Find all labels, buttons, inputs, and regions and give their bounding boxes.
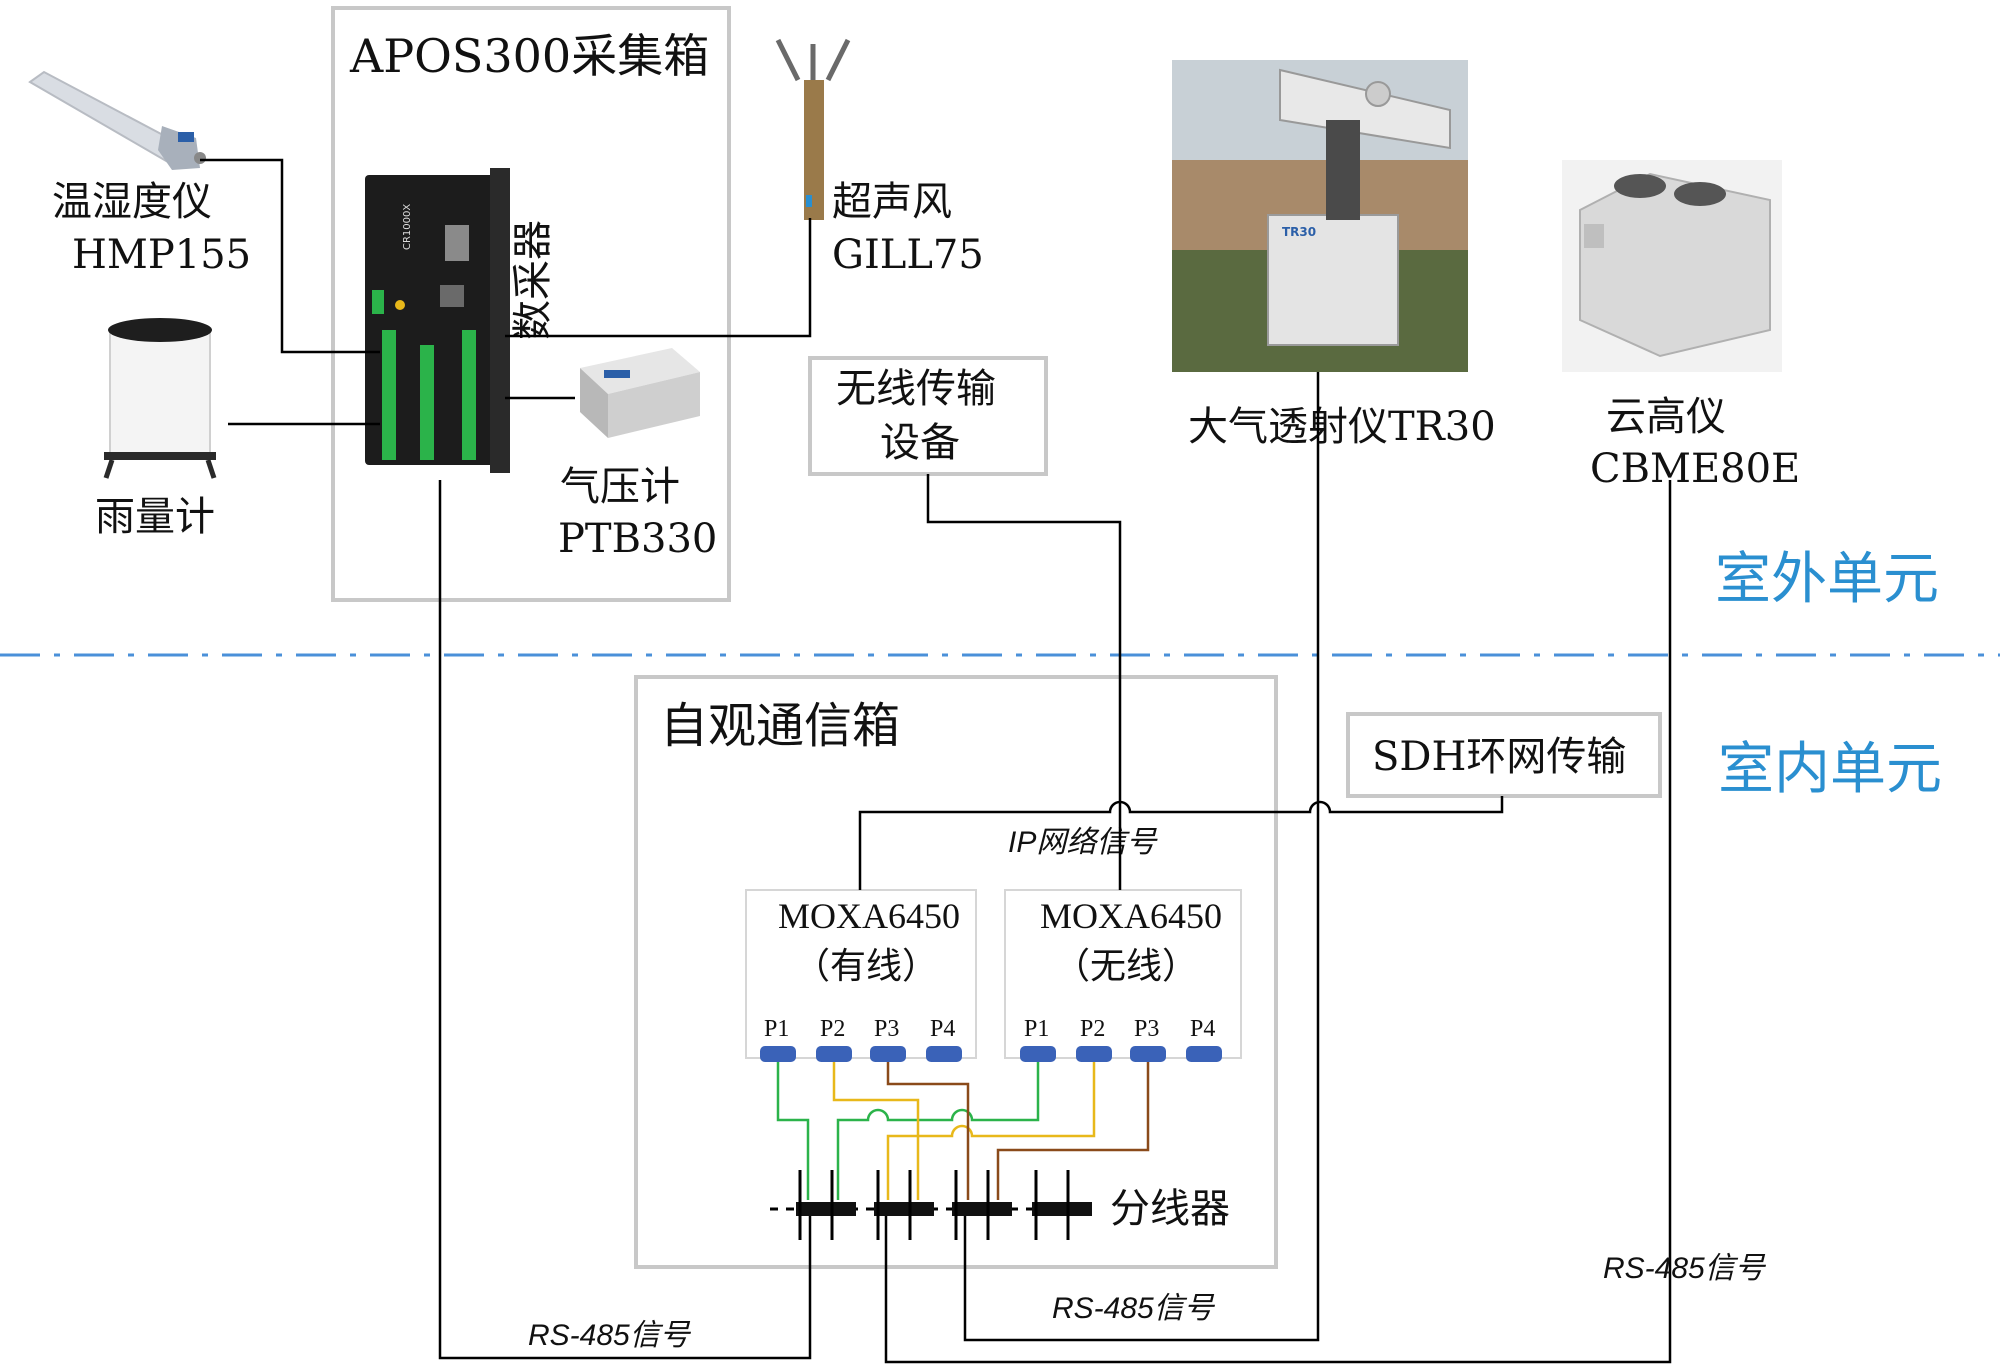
sdh-label: SDH环网传输: [1372, 734, 1626, 780]
wire-rs485-tr30: [963, 372, 1320, 1342]
wire-brown-p3-wireless: [996, 1062, 1150, 1200]
rs485-label-ceilometer: RS-485信号: [1603, 1252, 1767, 1285]
db9-connector: [816, 1046, 852, 1062]
moxa-wireless-type: （无线）: [1054, 946, 1198, 986]
thermo-hygrometer-model: HMP155: [72, 232, 251, 278]
ip-signal-label: IP网络信号: [1008, 826, 1158, 859]
moxa-wired-port-1: P1: [764, 1016, 789, 1042]
wire-brown-p3-wired: [886, 1062, 970, 1200]
db9-connectors: [760, 1046, 1222, 1062]
rain-gauge-label: 雨量计: [95, 494, 215, 540]
wire-rs485-ceilometer: [884, 480, 1672, 1364]
splitter-label: 分线器: [1110, 1186, 1230, 1232]
db9-connector: [1076, 1046, 1112, 1062]
wire-wireless-device-moxa: [926, 474, 1122, 890]
ceilometer-model: CBME80E: [1590, 446, 1800, 492]
moxa-wired-type: （有线）: [794, 946, 938, 986]
db9-connector: [870, 1046, 906, 1062]
indoor-unit-label: 室内单元: [1718, 737, 1942, 802]
db9-connector: [926, 1046, 962, 1062]
transmissometer-photo: TR30: [1172, 60, 1468, 372]
db9-connector: [1130, 1046, 1166, 1062]
sdh-box: [1346, 712, 1662, 798]
transmissometer-label: 大气透射仪TR30: [1188, 404, 1496, 450]
transmissometer-plate-text: TR30: [1282, 225, 1316, 239]
ultrasonic-wind-model: GILL75: [832, 232, 984, 278]
wire-green-p1-wired: [776, 1062, 810, 1200]
moxa-wired-port-2: P2: [820, 1016, 845, 1042]
rs485-label-tr30: RS-485信号: [1052, 1292, 1216, 1325]
ceilometer-name: 云高仪: [1606, 394, 1726, 440]
moxa-wireless-name: MOXA6450: [1040, 896, 1222, 936]
wire-ip-network: [858, 796, 1504, 890]
rs485-label-logger: RS-485信号: [528, 1319, 692, 1352]
moxa-wired-name: MOXA6450: [778, 896, 960, 936]
datalogger-model-text: CR1000X: [402, 204, 413, 250]
wire-wind-logger: [505, 218, 812, 338]
wire-yellow-p2-wireless: [886, 1062, 1096, 1200]
moxa-wireless-port-4: P4: [1190, 1016, 1215, 1042]
comm-box: [634, 675, 1278, 1269]
thermo-hygrometer-name: 温湿度仪: [52, 179, 212, 225]
barometer-image: [580, 348, 700, 438]
wire-yellow-p2-wired: [832, 1062, 920, 1200]
datalogger-label: 数采器: [510, 220, 556, 340]
ultrasonic-wind-name: 超声风: [832, 179, 952, 225]
moxa-wireless-port-1: P1: [1024, 1016, 1049, 1042]
rain-gauge-image: [103, 318, 217, 479]
datalogger-image: CR1000X: [365, 168, 510, 473]
db9-connector: [1186, 1046, 1222, 1062]
apos300-box-label: APOS300采集箱: [349, 29, 709, 83]
wireless-transmission-label-2: 设备: [880, 420, 960, 466]
barometer-name: 气压计: [560, 464, 680, 510]
wire-rs485-logger: [438, 480, 812, 1360]
wire-thermo-logger: [200, 158, 380, 354]
db9-connector: [1020, 1046, 1056, 1062]
moxa-wired-port-4: P4: [930, 1016, 955, 1042]
thermo-hygrometer-image: [28, 70, 206, 170]
splitter: [770, 1170, 1092, 1240]
db9-connector: [760, 1046, 796, 1062]
wire-green-p1-wireless: [836, 1062, 1040, 1200]
outdoor-unit-label: 室外单元: [1715, 547, 1939, 612]
ultrasonic-wind-image: [775, 38, 851, 220]
wireless-transmission-label-1: 无线传输: [836, 366, 996, 412]
barometer-model: PTB330: [558, 516, 717, 562]
comm-box-label: 自观通信箱: [660, 698, 900, 754]
moxa-wired-port-3: P3: [874, 1016, 899, 1042]
moxa-wireless-port-3: P3: [1134, 1016, 1159, 1042]
moxa-wireless-port-2: P2: [1080, 1016, 1105, 1042]
apos300-box: [331, 6, 731, 602]
ceilometer-image: [1562, 160, 1782, 372]
moxa-wireless-box: [1004, 889, 1242, 1059]
